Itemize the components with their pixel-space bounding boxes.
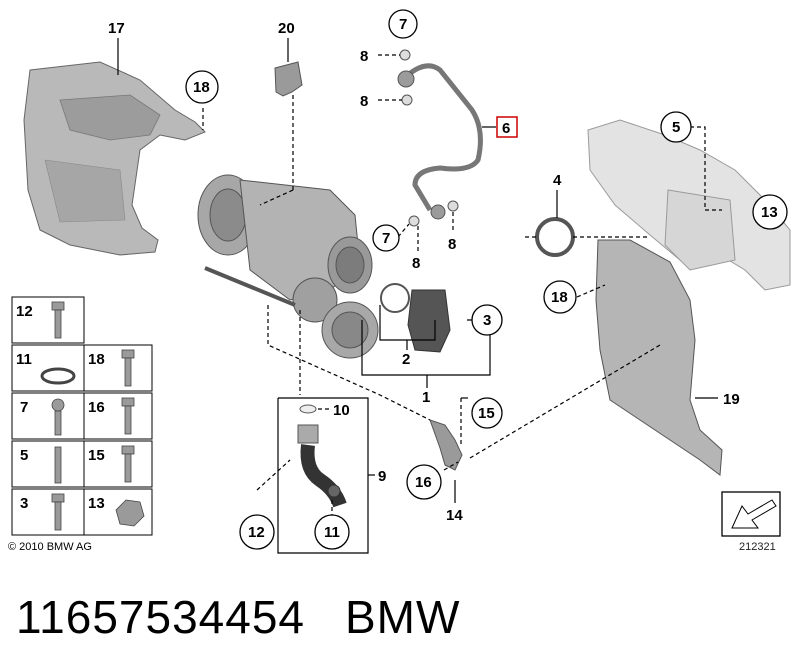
drawing-id: 212321 <box>739 541 776 553</box>
callout-18-a: 18 <box>193 79 210 96</box>
callout-8-c: 8 <box>448 236 456 253</box>
legend-label-18: 18 <box>88 351 105 368</box>
bracket-14 <box>429 419 463 471</box>
callout-5: 5 <box>672 119 680 136</box>
legend-label-7: 7 <box>20 399 28 416</box>
brand-name: BMW <box>345 591 461 643</box>
turbocharger-1 <box>197 174 379 359</box>
legend-label-15: 15 <box>88 447 105 464</box>
callout-8-a: 8 <box>360 48 368 65</box>
callout-13: 13 <box>761 204 778 221</box>
callout-9: 9 <box>378 468 386 485</box>
heat-shield-17 <box>23 61 206 256</box>
copyright-notice: © 2010 BMW AG <box>8 541 92 553</box>
legend-label-12: 12 <box>16 303 33 320</box>
part-number: 11657534454 <box>16 591 305 643</box>
callout-15: 15 <box>478 405 495 422</box>
legend-label-16: 16 <box>88 399 105 416</box>
callout-7-top: 7 <box>399 16 407 33</box>
callout-11: 11 <box>324 524 340 541</box>
callout-18-b: 18 <box>551 289 568 306</box>
callout-2: 2 <box>402 351 410 368</box>
callouts: 17 20 7 8 8 18 6 5 4 13 7 8 8 18 3 2 1 1… <box>108 9 788 550</box>
callout-1: 1 <box>422 389 430 406</box>
callout-14: 14 <box>446 507 463 524</box>
part-number-bar: 11657534454 BMW <box>16 590 500 644</box>
callout-6: 6 <box>502 120 510 137</box>
oil-line-6 <box>397 63 483 220</box>
legend-label-13: 13 <box>88 495 105 512</box>
legend-label-3: 3 <box>20 495 28 512</box>
callout-3: 3 <box>483 312 491 329</box>
callout-20: 20 <box>278 20 295 37</box>
callout-8-d: 8 <box>412 255 420 272</box>
callout-12: 12 <box>248 524 265 541</box>
vacuum-actuator-3 <box>380 283 451 353</box>
callout-19: 19 <box>723 391 740 408</box>
heat-shield-19 <box>595 239 723 476</box>
exploded-parts-diagram: 17 20 7 8 8 18 6 5 4 13 7 8 8 18 3 2 1 1… <box>11 9 791 554</box>
callout-8-b: 8 <box>360 93 368 110</box>
callout-4: 4 <box>553 172 562 189</box>
callout-10: 10 <box>333 402 350 419</box>
callout-7-b: 7 <box>382 230 390 247</box>
callout-17: 17 <box>108 20 125 37</box>
legend-label-5: 5 <box>20 447 28 464</box>
oil-return-line-9 <box>297 424 347 508</box>
callout-16: 16 <box>415 474 432 491</box>
bracket-20 <box>274 61 303 97</box>
exhaust-manifold <box>587 119 791 291</box>
gasket-4 <box>535 217 575 257</box>
direction-arrow-icon <box>721 491 781 537</box>
fastener-legend: 12 11 18 7 16 5 15 3 13 <box>11 296 153 536</box>
leader-lines <box>117 38 722 554</box>
legend-label-11: 11 <box>16 351 32 368</box>
